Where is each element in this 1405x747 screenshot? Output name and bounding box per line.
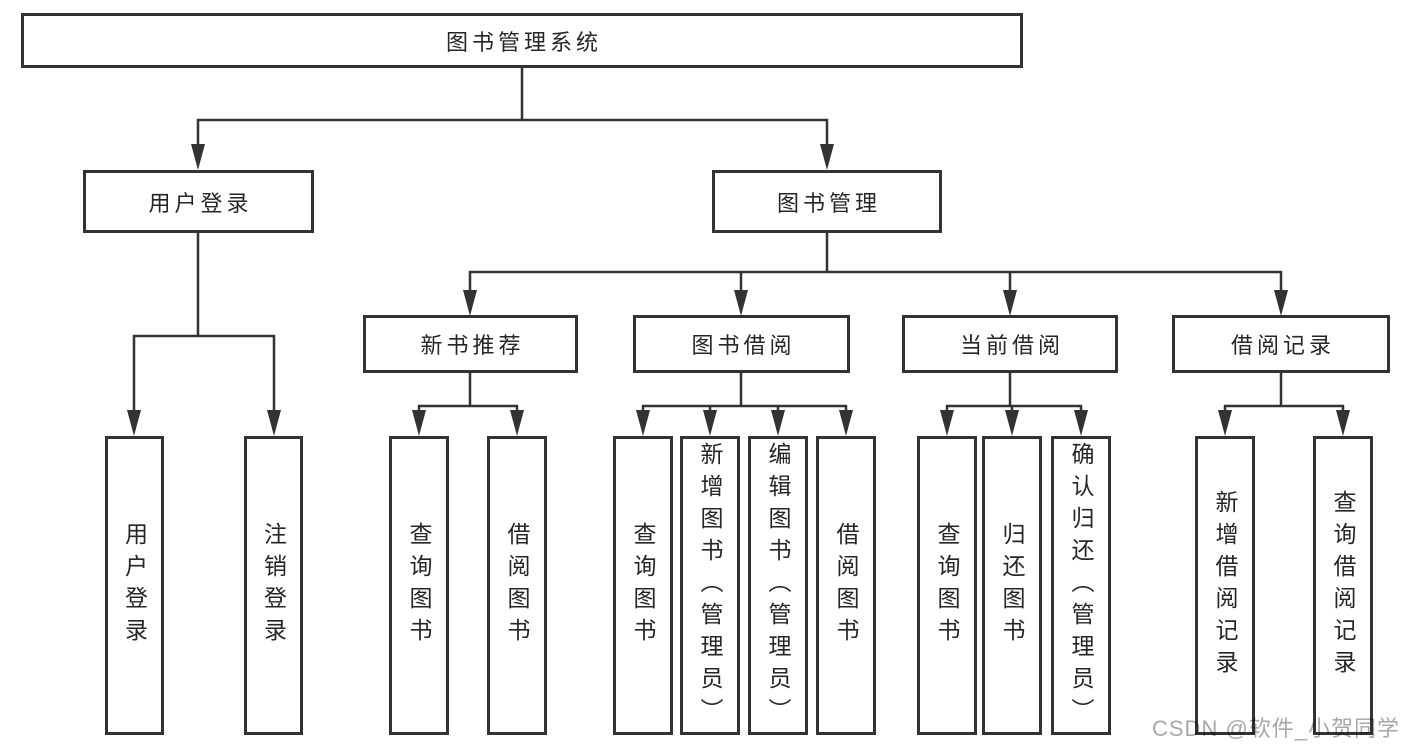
node-label: 确认归还（管理员） — [1068, 441, 1094, 730]
node-label: 图书管理 — [776, 190, 881, 216]
leaf-borrow-books-borrowing: 借阅图书 — [816, 436, 876, 735]
node-book-management: 图书管理 — [712, 170, 942, 233]
node-label: 新书推荐 — [420, 333, 525, 358]
node-library-management-system: 图书管理系统 — [21, 13, 1023, 68]
leaf-confirm-return-admin: 确认归还（管理员） — [1051, 436, 1111, 735]
leaf-query-books-current: 查询图书 — [917, 436, 977, 735]
node-label: 用户登录 — [148, 190, 253, 216]
node-label: 用户登录 — [121, 521, 148, 650]
node-label: 注销登录 — [260, 521, 287, 650]
node-current-borrowing: 当前借阅 — [902, 315, 1118, 373]
node-label: 编辑图书（管理员） — [765, 441, 791, 730]
node-label: 借阅图书 — [833, 521, 859, 650]
leaf-return-books: 归还图书 — [982, 436, 1042, 735]
node-label: 借阅记录 — [1230, 333, 1335, 358]
node-label: 查询图书 — [406, 521, 432, 650]
node-label: 新增图书（管理员） — [697, 441, 723, 730]
node-book-borrowing: 图书借阅 — [633, 315, 850, 373]
node-label: 查询图书 — [934, 521, 960, 650]
leaf-add-book-admin: 新增图书（管理员） — [680, 436, 740, 735]
leaf-query-borrow-record: 查询借阅记录 — [1313, 436, 1373, 735]
leaf-query-books-recommend: 查询图书 — [389, 436, 449, 735]
node-user-login: 用户登录 — [83, 170, 314, 233]
node-label: 查询图书 — [630, 521, 656, 650]
node-label: 当前借阅 — [959, 333, 1064, 358]
leaf-user-login: 用户登录 — [105, 436, 164, 735]
leaf-add-borrow-record: 新增借阅记录 — [1195, 436, 1255, 735]
node-label: 借阅图书 — [504, 521, 530, 650]
leaf-query-books-borrowing: 查询图书 — [613, 436, 673, 735]
node-borrowing-records: 借阅记录 — [1172, 315, 1390, 373]
csdn-watermark: CSDN @软件_小贺同学 — [1152, 716, 1401, 741]
leaf-borrow-books-recommend: 借阅图书 — [487, 436, 547, 735]
node-label: 新增借阅记录 — [1212, 489, 1238, 682]
leaf-logout: 注销登录 — [244, 436, 303, 735]
node-label: 图书借阅 — [691, 333, 796, 358]
node-new-book-recommendation: 新书推荐 — [363, 315, 578, 373]
node-label: 图书管理系统 — [445, 29, 602, 55]
node-label: 查询借阅记录 — [1330, 489, 1356, 682]
leaf-edit-book-admin: 编辑图书（管理员） — [748, 436, 808, 735]
node-label: 归还图书 — [999, 521, 1025, 650]
